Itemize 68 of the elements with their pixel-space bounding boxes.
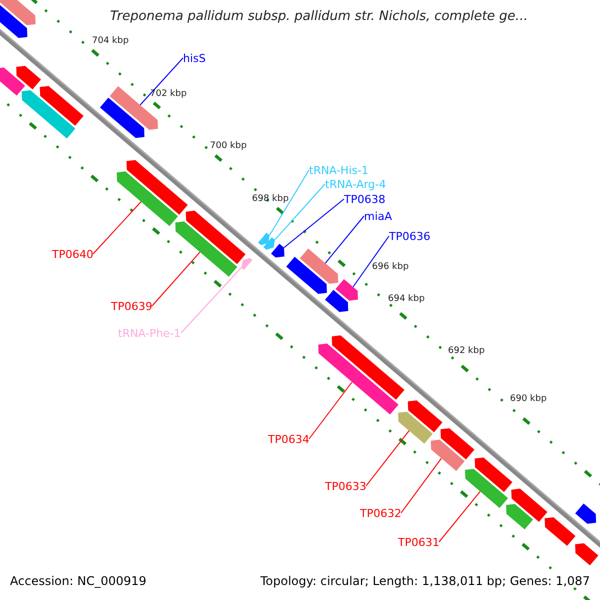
gene-block [40, 86, 84, 126]
gene-block [0, 0, 36, 26]
tick-label: 696 kbp [372, 263, 409, 272]
gene-block [575, 543, 598, 566]
gene-label: TP0636 [389, 230, 430, 242]
tick-label: 700 kbp [210, 142, 247, 151]
tick-label: 698 kbp [252, 195, 289, 204]
tick-label: 694 kbp [388, 295, 425, 304]
gene-block [0, 68, 26, 96]
gene-block [126, 160, 188, 215]
leader-line [366, 430, 410, 486]
gene-block [22, 90, 76, 138]
gene-block [398, 412, 433, 444]
gene-block [465, 468, 508, 508]
leader-line [438, 490, 481, 542]
tick-label: 704 kbp [92, 37, 129, 46]
leader-line [324, 216, 364, 264]
gene-block [575, 504, 596, 524]
gene-block [318, 344, 398, 414]
gene-label: TP0631 [398, 536, 440, 548]
gene-block [241, 258, 252, 270]
gene-block [474, 457, 512, 492]
gene-block [271, 244, 284, 258]
leader-line [284, 198, 344, 248]
title: Treponema pallidum subsp. pallidum str. Nichols, complete ge... [110, 10, 528, 23]
gene-block [506, 504, 534, 530]
gene-block [263, 237, 275, 250]
accession-text: Accession: NC_000919 [10, 575, 146, 587]
gene-block [430, 440, 465, 471]
tick-label: 692 kbp [448, 347, 485, 356]
genome-stats-text: Topology: circular; Length: 1,138,011 bp; Genes: 1,087 [260, 575, 590, 587]
gene-block [511, 488, 548, 522]
gene-block [258, 232, 270, 246]
gene-block [332, 335, 404, 400]
leader-line [308, 382, 353, 440]
gene-block [544, 517, 576, 546]
leader-line [152, 252, 200, 306]
gene-label: tRNA-Arg-4 [325, 178, 386, 190]
gene-block [116, 171, 178, 226]
gene-block [440, 428, 474, 460]
gene-label: tRNA-Phe-1 [118, 328, 181, 338]
leader-line [352, 236, 390, 288]
gene-block [186, 210, 246, 264]
gene-block [325, 290, 348, 312]
leader-line [274, 184, 326, 240]
gene-label: TP0639 [111, 300, 152, 312]
leader-line [92, 201, 142, 254]
gene-block [336, 279, 358, 301]
gene-label: TP0634 [268, 434, 310, 444]
gene-block [300, 248, 338, 284]
gene-label: TP0632 [360, 508, 402, 518]
leader-line [140, 58, 184, 106]
gene-block [408, 400, 442, 432]
leader-line [400, 458, 442, 514]
leader-line [180, 267, 242, 334]
gene-label: miaA [364, 210, 392, 222]
gene-label: TP0633 [325, 480, 366, 492]
gene-block [16, 66, 41, 90]
gene-block [175, 221, 238, 277]
gene-block [100, 98, 144, 138]
leader-line [269, 170, 310, 236]
gene-block [286, 256, 327, 294]
gene-label: TP0640 [52, 248, 94, 260]
tick-label: 690 kbp [510, 395, 547, 404]
gene-label: TP0638 [344, 194, 386, 204]
gene-label: hisS [183, 52, 206, 64]
gene-label: tRNA-His-1 [309, 164, 368, 176]
tick-label: 702 kbp [150, 90, 187, 99]
